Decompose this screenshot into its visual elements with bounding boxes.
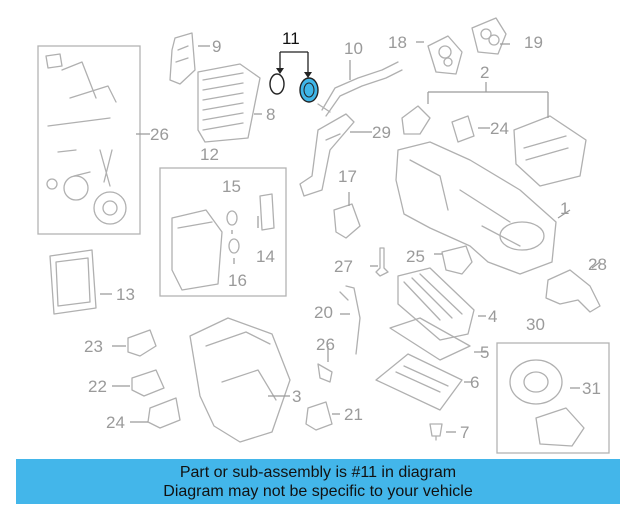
- banner-line-2: Diagram may not be specific to your vehi…: [163, 482, 473, 500]
- part-5: [389, 317, 471, 361]
- callout-7: 7: [460, 423, 469, 442]
- callout-22: 22: [88, 377, 107, 396]
- part-7: [429, 423, 443, 441]
- callout-5: 5: [480, 343, 489, 362]
- part-22: [131, 369, 165, 397]
- callout-27: 26: [316, 335, 335, 354]
- callout-23: 23: [84, 337, 103, 356]
- callout-9: 9: [212, 37, 221, 56]
- callout-24-top: 24: [490, 119, 509, 138]
- callout-18: 18: [388, 33, 407, 52]
- callout-1: 1: [560, 199, 569, 218]
- callout-6: 6: [470, 373, 479, 392]
- callout-15: 15: [222, 177, 241, 196]
- callout-13: 13: [116, 285, 135, 304]
- part-24-top: [451, 115, 475, 143]
- part-17: [333, 203, 361, 239]
- group-box-26: [37, 45, 141, 235]
- callout-29: 28: [588, 255, 607, 274]
- part-15: [226, 210, 238, 226]
- callout-2: 2: [480, 63, 489, 82]
- callout-3: 3: [292, 387, 301, 406]
- callout-19: 19: [524, 33, 543, 52]
- part-25: [441, 245, 473, 275]
- callout-24-bottom: 24: [106, 413, 125, 432]
- part-4: [397, 267, 475, 341]
- part-23: [127, 329, 157, 357]
- part-3: [189, 317, 291, 443]
- part-24-bottom: [147, 397, 181, 429]
- group-box-31: [496, 342, 610, 454]
- part-8: [197, 63, 261, 143]
- part-12-body: [171, 209, 223, 291]
- part-10: [317, 61, 403, 117]
- callout-26: 26: [150, 125, 169, 144]
- part-6: [375, 353, 463, 411]
- callout-28: 27: [334, 257, 353, 276]
- callout-4: 4: [488, 307, 497, 326]
- callout-30: 29: [372, 123, 391, 142]
- part-32: [535, 407, 585, 447]
- callout-12: 12: [200, 145, 219, 164]
- part-2-left: [401, 105, 431, 135]
- part-30: [299, 113, 355, 197]
- callout-25: 25: [406, 247, 425, 266]
- part-2-right: [513, 115, 587, 187]
- part-31-blower: [509, 359, 563, 405]
- banner-line-1: Part or sub-assembly is #11 in diagram: [179, 463, 457, 481]
- callout-14: 14: [256, 247, 275, 266]
- callout-31: 30: [526, 315, 545, 334]
- callout-32: 31: [582, 379, 601, 398]
- part-28: [375, 247, 389, 277]
- part-13: [49, 249, 97, 315]
- part-27: [317, 363, 333, 383]
- callout-17: 17: [338, 167, 357, 186]
- callout-10: 10: [344, 39, 363, 58]
- part-19: [471, 17, 507, 55]
- part-29: [545, 269, 601, 313]
- part-21: [305, 401, 333, 431]
- part-1: [395, 141, 557, 275]
- group-box-12: [159, 167, 287, 297]
- callout-8: 8: [266, 105, 275, 124]
- callout-21: 21: [344, 405, 363, 424]
- part-20: [339, 285, 361, 355]
- part-16: [228, 238, 240, 254]
- callout-20: 20: [314, 303, 333, 322]
- info-banner: Part or sub-assembly is #11 in diagram D…: [16, 459, 620, 504]
- part-11-highlighted[interactable]: [269, 51, 319, 103]
- part-18: [427, 35, 463, 75]
- part-26-linkage: [45, 53, 127, 225]
- parts-diagram: 9 11 10 18 19 2 8 26 29 24 12 17 15 1 14…: [37, 17, 610, 454]
- callout-16: 16: [228, 271, 247, 290]
- callout-11: 11: [282, 29, 300, 48]
- part-9: [169, 32, 196, 85]
- part-14: [259, 193, 275, 231]
